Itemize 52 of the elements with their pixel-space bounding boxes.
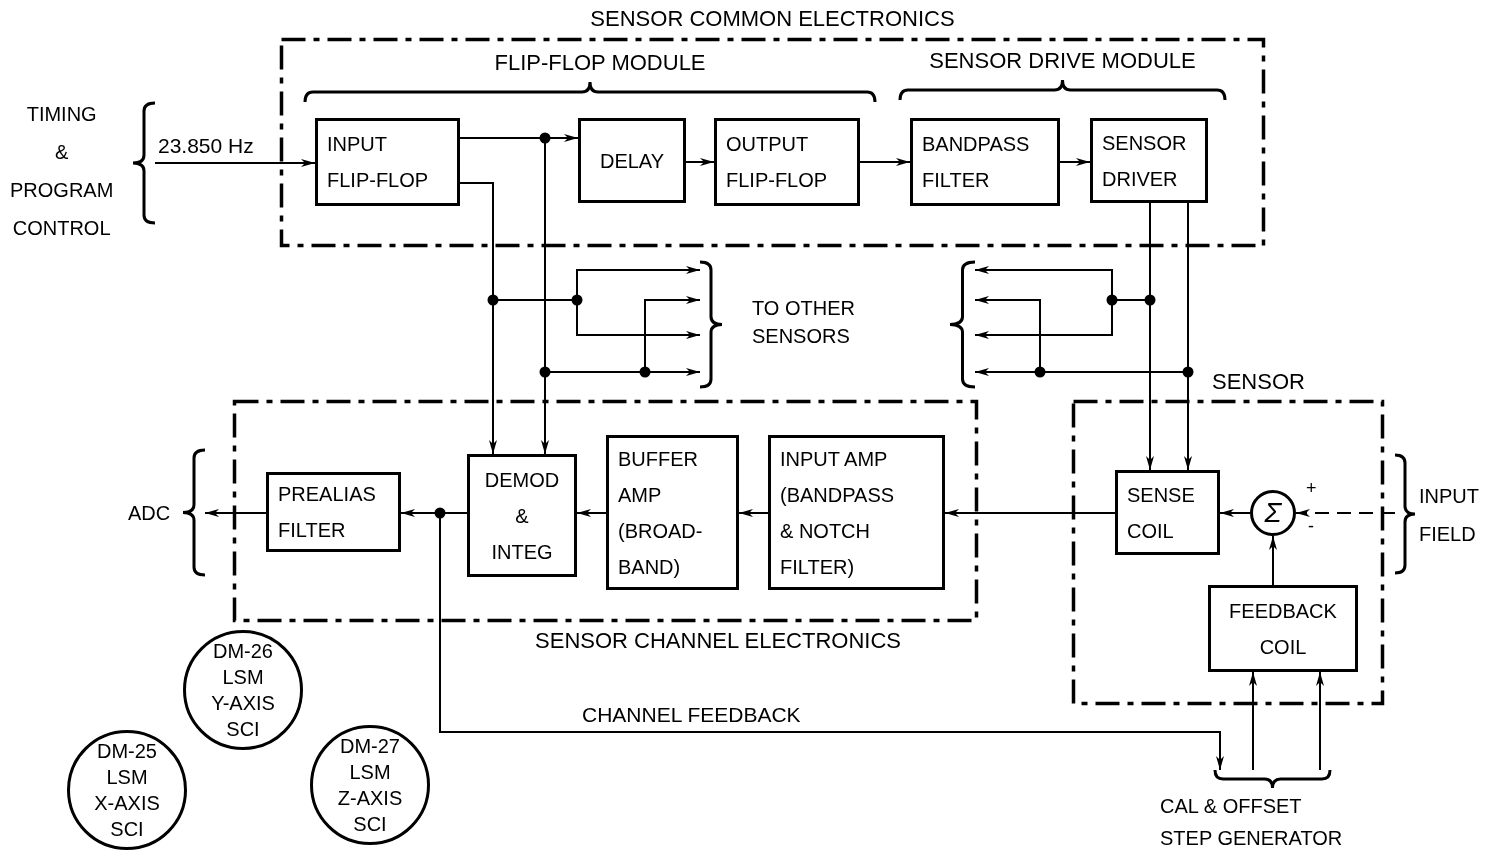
node-label: SENSOR DRIVER	[1102, 130, 1188, 192]
process-box	[1090, 118, 1208, 203]
node-label: DM-27 LSM Z-AXIS SCI	[336, 734, 404, 837]
process-box	[606, 435, 739, 590]
node-label: INPUT FLIP-FLOP	[327, 132, 427, 193]
node-label: DEMOD & INTEG	[484, 467, 560, 565]
arrow	[1059, 158, 1091, 166]
text-label: INPUT FIELD	[1419, 484, 1479, 547]
arrow	[738, 509, 769, 517]
arrow	[1316, 671, 1324, 771]
arrow	[685, 158, 715, 166]
process-box	[1208, 585, 1358, 672]
node-label: DM-25 LSM X-AXIS SCI	[93, 739, 161, 842]
node-label: PREALIAS FILTER	[278, 482, 377, 543]
sign-label: +	[1306, 478, 1317, 498]
arrow	[154, 159, 316, 167]
arrow	[576, 509, 607, 517]
arrow	[204, 509, 267, 517]
arrow	[944, 509, 1116, 517]
node-label: OUTPUT FLIP-FLOP	[726, 132, 826, 193]
process-box	[768, 435, 945, 590]
node-label: DELAY	[598, 148, 666, 174]
text-label: TIMING & PROGRAM CONTROL	[10, 102, 114, 241]
arrow	[1269, 535, 1277, 586]
group-title: SENSOR CHANNEL ELECTRONICS	[534, 627, 902, 655]
node-label: SENSE COIL	[1127, 482, 1196, 544]
summing-junction	[1250, 490, 1296, 536]
process-box	[315, 118, 460, 206]
process-box	[266, 472, 401, 552]
dashed-arrow	[1295, 509, 1396, 517]
arrow	[1219, 509, 1251, 517]
group-title: SENSOR	[1212, 368, 1306, 396]
node-label: FEEDBACK COIL	[1228, 598, 1338, 660]
process-box	[714, 118, 860, 206]
sign-label: -	[1308, 516, 1314, 536]
node-label: BANDPASS FILTER	[922, 132, 1031, 193]
text-label: ADC	[128, 501, 171, 526]
process-box	[910, 118, 1060, 206]
text-label: TO OTHER SENSORS	[752, 296, 856, 349]
text-label: CAL & OFFSET STEP GENERATOR	[1160, 794, 1344, 851]
node-label: BUFFER AMP (BROAD- BAND)	[618, 446, 703, 580]
arrow	[859, 158, 911, 166]
node-label: INPUT AMP (BANDPASS & NOTCH FILTER)	[780, 446, 896, 580]
arrow	[1249, 671, 1257, 771]
node-label: DM-26 LSM Y-AXIS SCI	[210, 639, 276, 742]
module-label: FLIP-FLOP MODULE	[493, 49, 707, 77]
process-box	[467, 454, 577, 577]
group-title: SENSOR COMMON ELECTRONICS	[589, 5, 956, 33]
process-box	[578, 118, 686, 203]
sum-symbol: Σ	[1264, 498, 1282, 528]
module-label: SENSOR DRIVE MODULE	[928, 47, 1197, 75]
process-box	[1115, 470, 1220, 555]
